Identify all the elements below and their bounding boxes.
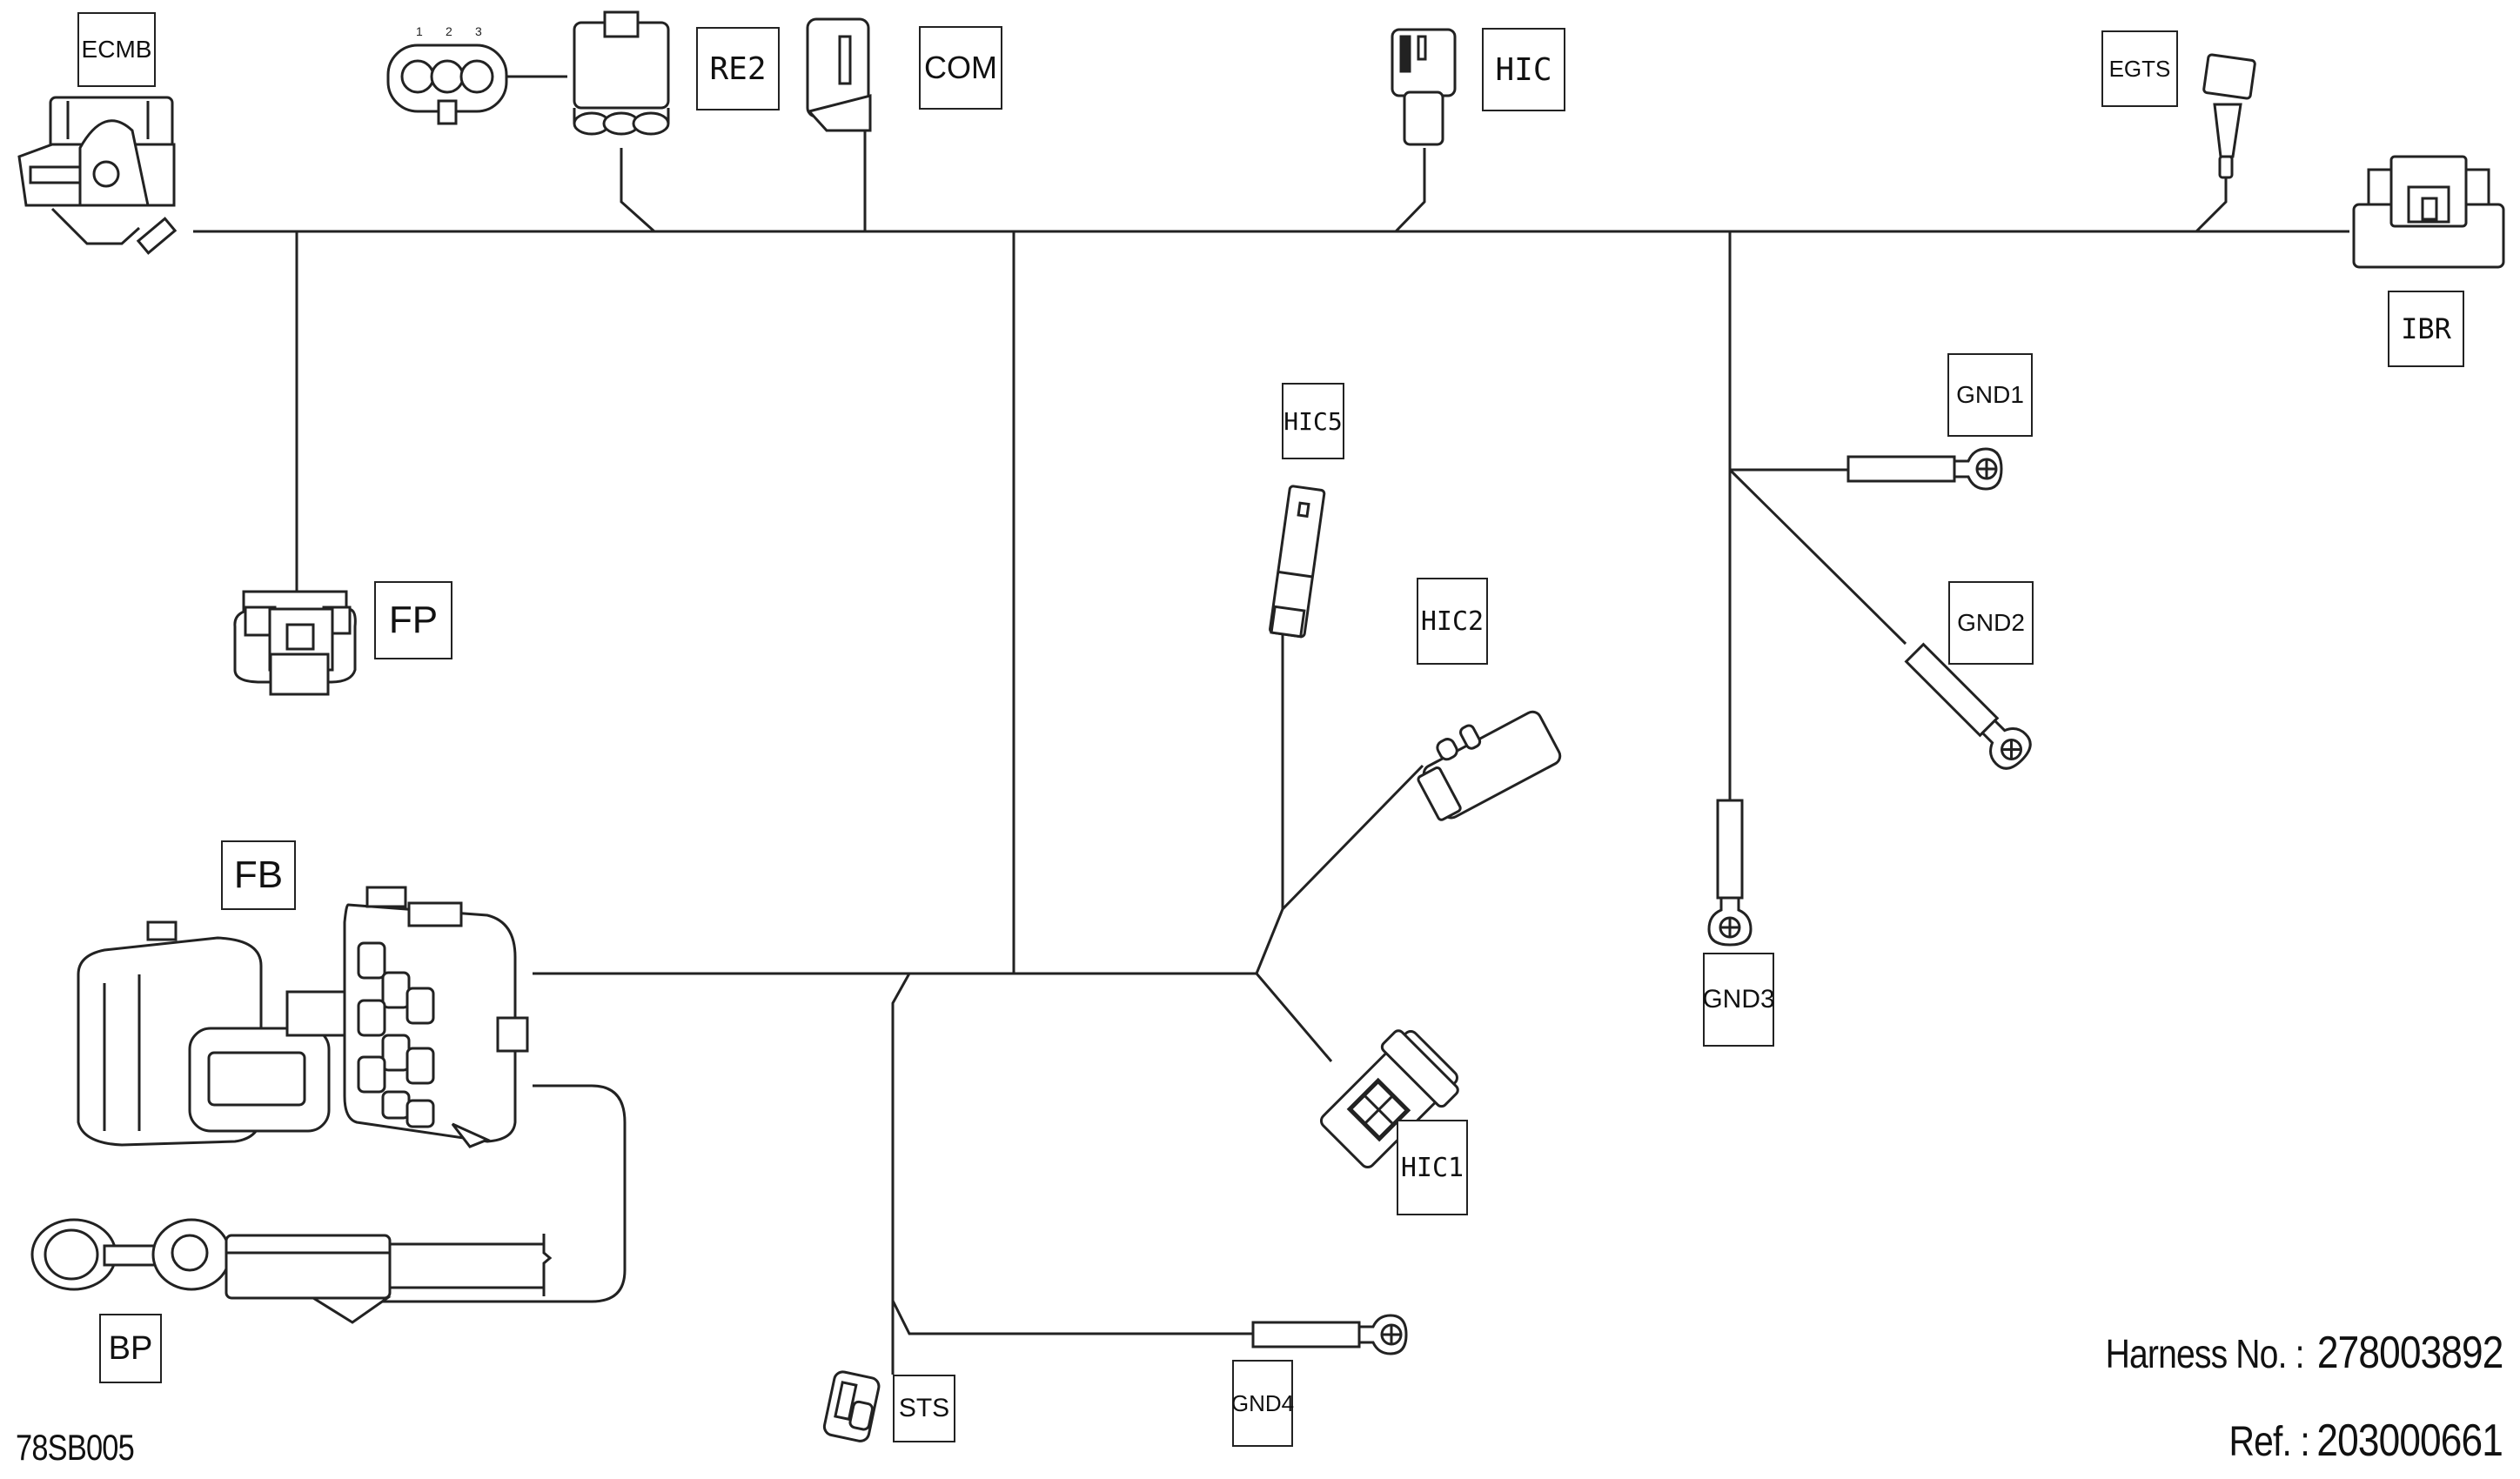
- label-fp-text: FP: [388, 599, 439, 641]
- wire-gnd2: [1728, 468, 1907, 646]
- label-gnd2: GND2: [1948, 581, 2034, 665]
- wire-re2: [620, 148, 656, 233]
- label-gnd2-text: GND2: [1957, 609, 2025, 636]
- harness-number-line: Harness No. : 278003892: [2105, 1327, 2503, 1379]
- wire-hic2: [1255, 764, 1424, 974]
- harness-number-label: Harness No. :: [2105, 1331, 2304, 1376]
- label-com-text: COM: [924, 50, 997, 85]
- ref-number-label: Ref. :: [2228, 1419, 2310, 1465]
- egts-sensor-icon[interactable]: [2202, 53, 2256, 179]
- label-egts: EGTS: [2101, 30, 2178, 107]
- label-gnd3-text: GND3: [1702, 985, 1775, 1014]
- label-bp-text: BP: [108, 1329, 153, 1367]
- wire-bp-loop: [365, 1084, 627, 1303]
- wire-egts: [2195, 178, 2228, 233]
- ref-number-line: Ref. : 203000661: [2229, 1415, 2503, 1467]
- re2-connector-icon[interactable]: [573, 10, 670, 136]
- hic2-connector-icon[interactable]: [1406, 693, 1563, 824]
- wire-sts: [891, 973, 911, 1375]
- label-hic2-text: HIC2: [1420, 606, 1485, 637]
- label-hic-text: HIC: [1495, 51, 1552, 88]
- label-bp: BP: [99, 1314, 162, 1383]
- gnd3-ring-terminal-icon[interactable]: [1707, 799, 1753, 947]
- com-connector-icon[interactable]: [806, 17, 872, 132]
- pin-number-1: 1: [416, 24, 423, 38]
- label-sts-text: STS: [898, 1394, 950, 1422]
- label-gnd1: GND1: [1947, 353, 2033, 437]
- harness-number-value: 278003892: [2316, 1328, 2503, 1378]
- hic-connector-icon[interactable]: [1391, 28, 1457, 146]
- fp-connector-icon[interactable]: [233, 590, 357, 696]
- label-hic1: HIC1: [1397, 1120, 1468, 1215]
- label-ibr-text: IBR: [2401, 312, 2451, 345]
- wire-paths: [193, 130, 2349, 1375]
- wire-hic: [1394, 148, 1426, 233]
- label-gnd3: GND3: [1702, 953, 1775, 1047]
- label-re2-text: RE2: [709, 50, 767, 87]
- label-gnd1-text: GND1: [1956, 381, 2024, 408]
- bp-battery-post-icon[interactable]: [30, 1218, 392, 1324]
- label-gnd4-text: GND4: [1230, 1389, 1295, 1416]
- sts-connector-icon[interactable]: [822, 1370, 881, 1442]
- re2-pin-face-icon: [386, 44, 567, 125]
- label-ibr: IBR: [2388, 291, 2464, 367]
- ibr-connector-icon[interactable]: [2352, 155, 2505, 269]
- label-re2: RE2: [696, 27, 780, 110]
- label-sts: STS: [893, 1375, 955, 1442]
- label-fb: FB: [221, 840, 296, 910]
- label-fb-text: FB: [233, 853, 284, 896]
- label-hic5: HIC5: [1282, 383, 1344, 459]
- ref-number-value: 203000661: [2316, 1415, 2503, 1466]
- gnd4-ring-terminal-icon[interactable]: [1251, 1314, 1408, 1355]
- label-gnd4: GND4: [1230, 1360, 1295, 1447]
- label-ecmb: ECMB: [77, 12, 156, 87]
- gnd1-ring-terminal-icon[interactable]: [1846, 447, 2003, 491]
- hic5-connector-icon[interactable]: [1269, 485, 1326, 639]
- wire-gnd4: [891, 1300, 1253, 1335]
- hic1-connector-icon[interactable]: [1312, 1022, 1466, 1176]
- label-egts-text: EGTS: [2108, 55, 2171, 82]
- label-fp: FP: [374, 581, 452, 659]
- pin-number-3: 3: [475, 24, 482, 38]
- label-hic5-text: HIC5: [1283, 406, 1343, 436]
- label-hic2: HIC2: [1417, 578, 1488, 665]
- gnd2-ring-terminal-icon[interactable]: [1900, 639, 2037, 775]
- label-com: COM: [919, 26, 1002, 110]
- label-hic1-text: HIC1: [1400, 1152, 1464, 1183]
- pin-number-2: 2: [446, 24, 452, 38]
- fb-fuse-box-icon[interactable]: [77, 886, 529, 1148]
- label-ecmb-text: ECMB: [81, 36, 152, 63]
- ecmb-connector-icon[interactable]: [17, 96, 178, 255]
- wire-hic1: [1255, 973, 1333, 1062]
- drawing-code: 78SB005: [16, 1427, 135, 1468]
- bp-break-mark: [542, 1234, 553, 1296]
- label-hic: HIC: [1482, 28, 1565, 111]
